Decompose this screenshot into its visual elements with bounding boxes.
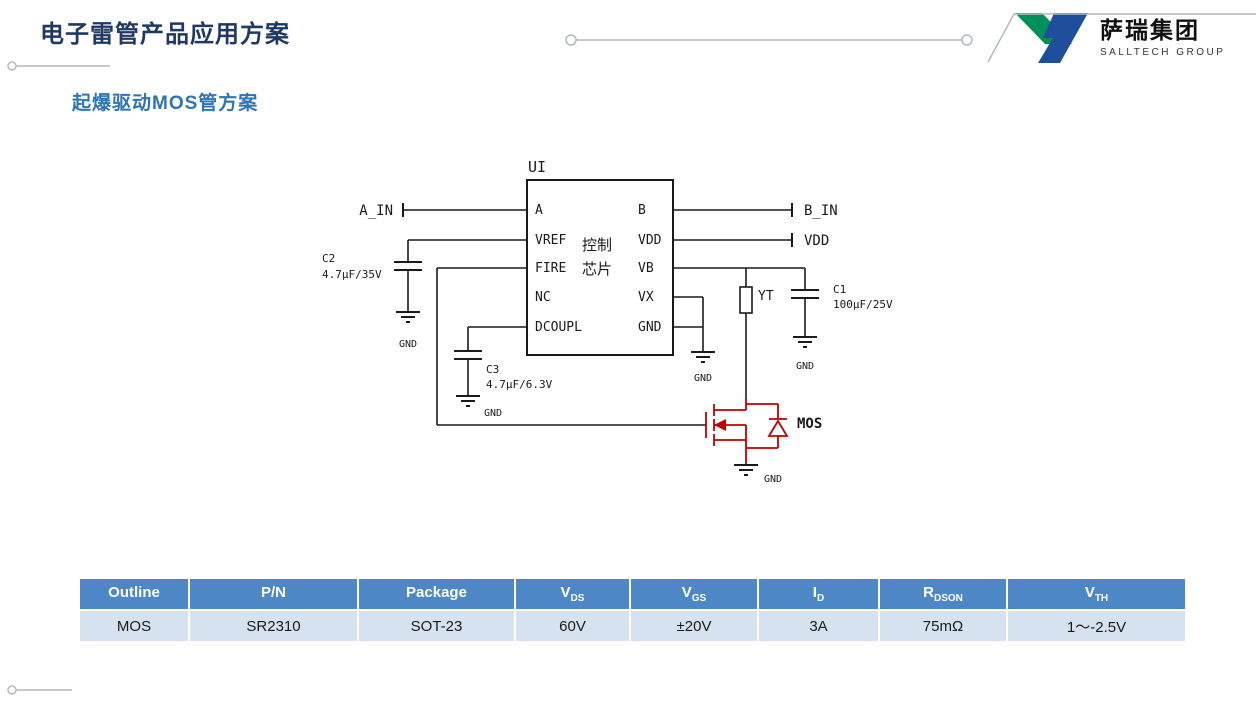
header-vgs: VGS: [629, 577, 759, 611]
net-a-in-label: A_IN: [359, 203, 393, 219]
header-outline: Outline: [78, 577, 190, 611]
pin-dcoupl: DCOUPL: [535, 320, 582, 335]
c1-value: 100μF/25V: [833, 298, 893, 311]
gnd-label-c2: GND: [399, 339, 417, 350]
net-a-in: A_IN: [359, 203, 527, 219]
gnd-symbol-c3: [456, 395, 480, 407]
vb-branch: YT: [673, 267, 805, 398]
net-b-in-label: B_IN: [804, 203, 838, 219]
gnd-symbol-vx: [691, 351, 715, 363]
c2-ref: C2: [322, 252, 335, 265]
pin-vdd: VDD: [638, 233, 662, 248]
c3-value: 4.7μF/6.3V: [486, 378, 553, 391]
spec-table-data-row: MOS SR2310 SOT-23 60V ±20V 3A 75mΩ 1～-2.…: [78, 609, 1187, 643]
pin-a: A: [535, 203, 543, 218]
gnd-label-mos: GND: [764, 474, 782, 485]
gnd-symbol-c1: [793, 336, 817, 348]
gnd-symbol-c2: [396, 311, 420, 323]
cell-outline: MOS: [78, 609, 190, 643]
pin-gnd: GND: [638, 320, 662, 335]
logo-group-name: SALLTECH GROUP: [1100, 47, 1226, 59]
pin-vref: VREF: [535, 233, 566, 248]
cell-id: 3A: [757, 609, 880, 643]
page-title: 电子雷管产品应用方案: [40, 21, 290, 48]
header-package: Package: [357, 577, 516, 611]
mos-body-diode: [746, 403, 789, 449]
yt-label: YT: [758, 289, 774, 304]
company-logo: 萨瑞集团 SALLTECH GROUP: [1012, 10, 1225, 66]
capacitor-c1: GND C1 100μF/25V: [791, 268, 893, 372]
mos-transistor: GND MOS: [705, 398, 822, 485]
cell-pn: SR2310: [188, 609, 359, 643]
pin-b: B: [638, 203, 646, 218]
spec-table-header-row: Outline P/N Package VDS VGS ID RDSON VTH: [78, 577, 1187, 611]
c1-ref: C1: [833, 283, 846, 296]
gnd-symbol-mos: [734, 464, 758, 476]
header-id: ID: [757, 577, 880, 611]
cell-package: SOT-23: [357, 609, 516, 643]
cell-rdson: 75mΩ: [878, 609, 1008, 643]
net-vdd-label: VDD: [804, 233, 829, 249]
header-rdson: RDSON: [878, 577, 1008, 611]
fire-trace: [436, 267, 706, 426]
net-b-in: B_IN: [673, 203, 838, 219]
gnd-label-c1: GND: [796, 361, 814, 372]
cell-vth: 1～-2.5V: [1006, 609, 1187, 643]
cell-vds: 60V: [514, 609, 631, 643]
logo-company-name: 萨瑞集团: [1100, 16, 1200, 43]
ic-ref-label: UI: [528, 158, 546, 176]
header-vds: VDS: [514, 577, 631, 611]
header-pn: P/N: [188, 577, 359, 611]
pin-vb: VB: [638, 261, 654, 276]
logo-text: 萨瑞集团 SALLTECH GROUP: [1100, 16, 1226, 59]
c3-ref: C3: [486, 363, 499, 376]
header-vth: VTH: [1006, 577, 1187, 611]
net-vdd: VDD: [673, 233, 829, 249]
capacitor-c2: GND C2 4.7μF/35V: [322, 239, 527, 350]
gnd-label-vx: GND: [694, 373, 712, 384]
ic-inner-label-2: 芯片: [582, 261, 612, 278]
pin-fire: FIRE: [535, 261, 566, 276]
ic-inner-label-1: 控制: [582, 237, 612, 254]
mos-body-arrow: [714, 419, 726, 431]
vx-gnd-branch: GND: [673, 296, 715, 384]
spec-table: Outline P/N Package VDS VGS ID RDSON VTH…: [78, 577, 1187, 643]
logo-mark-icon: [1015, 13, 1088, 63]
pin-vx: VX: [638, 290, 654, 305]
gnd-label-c3: GND: [484, 408, 502, 419]
pin-nc: NC: [535, 290, 551, 305]
mos-label: MOS: [797, 416, 822, 432]
resistor-yt: [739, 286, 753, 314]
c2-value: 4.7μF/35V: [322, 268, 382, 281]
section-subtitle: 起爆驱动MOS管方案: [72, 93, 259, 114]
ic-control-chip: UI 控制 芯片 A VREF FIRE NC DCOUPL B VDD VB …: [526, 158, 674, 356]
cell-vgs: ±20V: [629, 609, 759, 643]
capacitor-c3: C3 4.7μF/6.3V GND: [454, 326, 553, 419]
